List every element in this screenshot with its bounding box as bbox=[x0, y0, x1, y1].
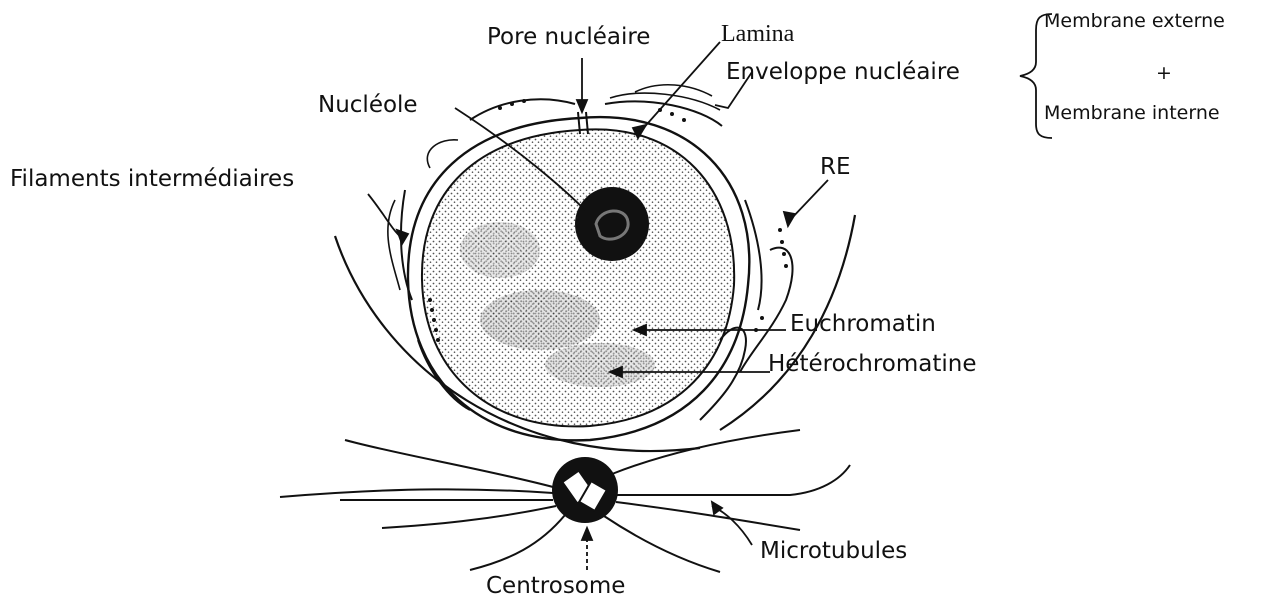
nucleolus bbox=[575, 187, 649, 261]
label-re: RE bbox=[820, 156, 851, 179]
label-nucleole: Nucléole bbox=[318, 94, 418, 117]
label-filaments-intermediaires: Filaments intermédiaires bbox=[10, 168, 294, 191]
label-centrosome: Centrosome bbox=[486, 575, 625, 598]
label-euchromatin: Euchromatin bbox=[790, 313, 936, 336]
label-pore-nucleaire: Pore nucléaire bbox=[487, 26, 650, 49]
label-membrane-externe: Membrane externe bbox=[1044, 12, 1225, 31]
heterochromatin-patch-1 bbox=[480, 290, 600, 350]
label-lamina: Lamina bbox=[721, 22, 794, 46]
label-plus: + bbox=[1156, 64, 1172, 83]
heterochromatin-patch-2 bbox=[545, 343, 655, 387]
er-filament-top bbox=[610, 85, 720, 110]
label-heterochromatine: Hétérochromatine bbox=[768, 353, 977, 376]
heterochromatin-patch-3 bbox=[460, 222, 540, 278]
label-microtubules: Microtubules bbox=[760, 540, 907, 563]
label-enveloppe-nucleaire: Enveloppe nucléaire bbox=[726, 61, 960, 84]
label-membrane-interne: Membrane interne bbox=[1044, 104, 1220, 123]
